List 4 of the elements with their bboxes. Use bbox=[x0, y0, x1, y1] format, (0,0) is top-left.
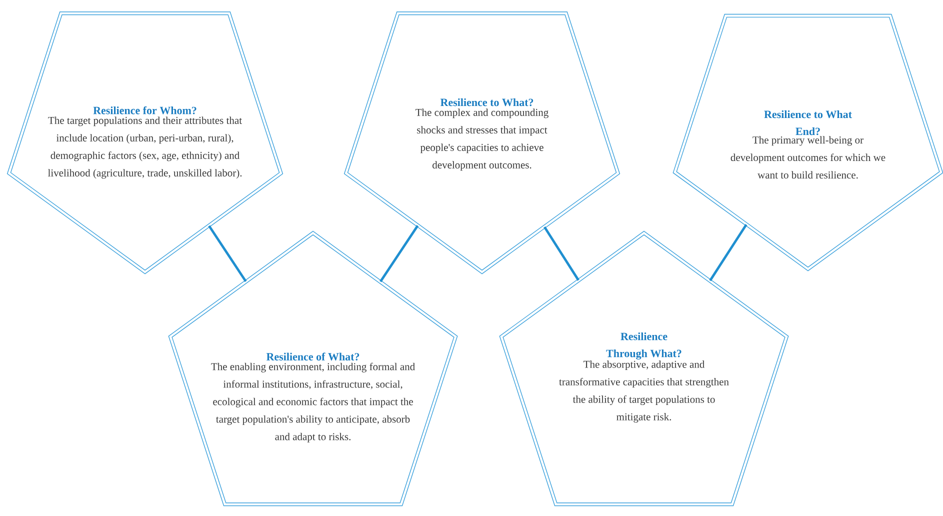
connector-line bbox=[709, 224, 748, 282]
connector-line bbox=[208, 225, 247, 282]
connector-line bbox=[380, 225, 419, 282]
connector-line bbox=[544, 226, 580, 281]
